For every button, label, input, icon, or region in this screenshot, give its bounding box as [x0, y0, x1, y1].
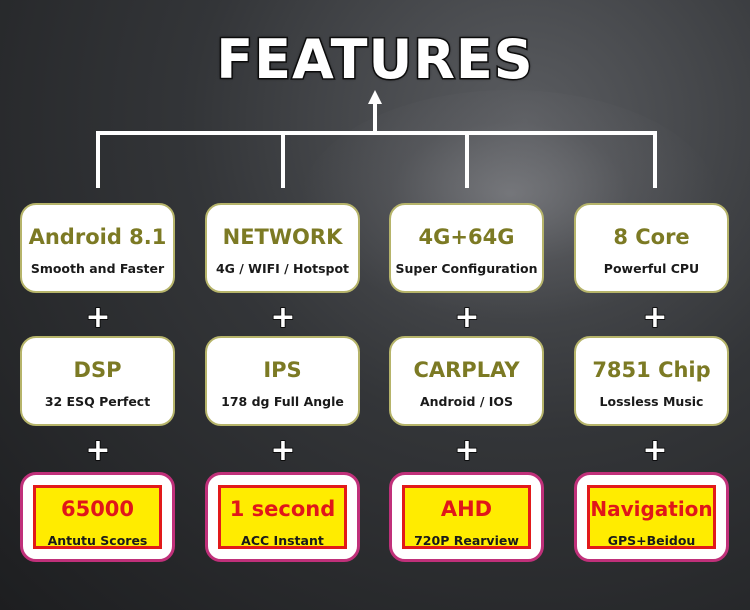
card-subtitle: ACC Instant [241, 533, 324, 548]
card-subtitle: 32 ESQ Perfect [44, 394, 151, 409]
plus-icon: + [270, 433, 297, 468]
card-title: Navigation [590, 497, 713, 521]
plus-icon: + [642, 433, 669, 468]
card-subtitle: Android / IOS [419, 394, 514, 409]
card-title: AHD [440, 497, 493, 521]
card-subtitle: GPS+Beidou [607, 533, 696, 548]
highlight-card-acc: 1 second ACC Instant [205, 472, 360, 562]
card-subtitle: 178 dg Full Angle [221, 394, 344, 409]
card-subtitle: Super Configuration [395, 261, 538, 276]
plus-icon: + [85, 300, 112, 335]
card-title: NETWORK [222, 225, 343, 249]
card-subtitle: Smooth and Faster [30, 261, 165, 276]
card-subtitle: Powerful CPU [603, 261, 700, 276]
highlight-card-antutu: 65000 Antutu Scores [20, 472, 175, 562]
card-title: CARPLAY [413, 358, 520, 382]
arrow-up-icon [368, 90, 382, 104]
highlight-box: Navigation GPS+Beidou [587, 485, 716, 549]
plus-icon: + [642, 300, 669, 335]
feature-card-cpu: 8 Core Powerful CPU [574, 203, 729, 293]
card-subtitle: 4G / WIFI / Hotspot [215, 261, 350, 276]
card-title: Android 8.1 [28, 225, 167, 249]
highlight-card-navigation: Navigation GPS+Beidou [574, 472, 729, 562]
feature-card-ips: IPS 178 dg Full Angle [205, 336, 360, 426]
feature-card-carplay: CARPLAY Android / IOS [389, 336, 544, 426]
card-title: 7851 Chip [592, 358, 711, 382]
highlight-card-ahd: AHD 720P Rearview [389, 472, 544, 562]
feature-card-storage: 4G+64G Super Configuration [389, 203, 544, 293]
card-subtitle: Lossless Music [599, 394, 704, 409]
plus-icon: + [454, 433, 481, 468]
card-title: IPS [263, 358, 302, 382]
feature-card-chip: 7851 Chip Lossless Music [574, 336, 729, 426]
highlight-box: AHD 720P Rearview [402, 485, 531, 549]
card-title: 65000 [60, 497, 135, 521]
plus-icon: + [270, 300, 297, 335]
feature-card-dsp: DSP 32 ESQ Perfect [20, 336, 175, 426]
highlight-box: 1 second ACC Instant [218, 485, 347, 549]
card-title: DSP [73, 358, 122, 382]
plus-icon: + [454, 300, 481, 335]
card-title: 4G+64G [418, 225, 515, 249]
page-title: FEATURES [215, 27, 534, 93]
card-title: 1 second [229, 497, 336, 521]
feature-card-android: Android 8.1 Smooth and Faster [20, 203, 175, 293]
card-subtitle: Antutu Scores [47, 533, 148, 548]
plus-icon: + [85, 433, 112, 468]
card-title: 8 Core [613, 225, 690, 249]
card-subtitle: 720P Rearview [414, 533, 519, 548]
feature-card-network: NETWORK 4G / WIFI / Hotspot [205, 203, 360, 293]
highlight-box: 65000 Antutu Scores [33, 485, 162, 549]
